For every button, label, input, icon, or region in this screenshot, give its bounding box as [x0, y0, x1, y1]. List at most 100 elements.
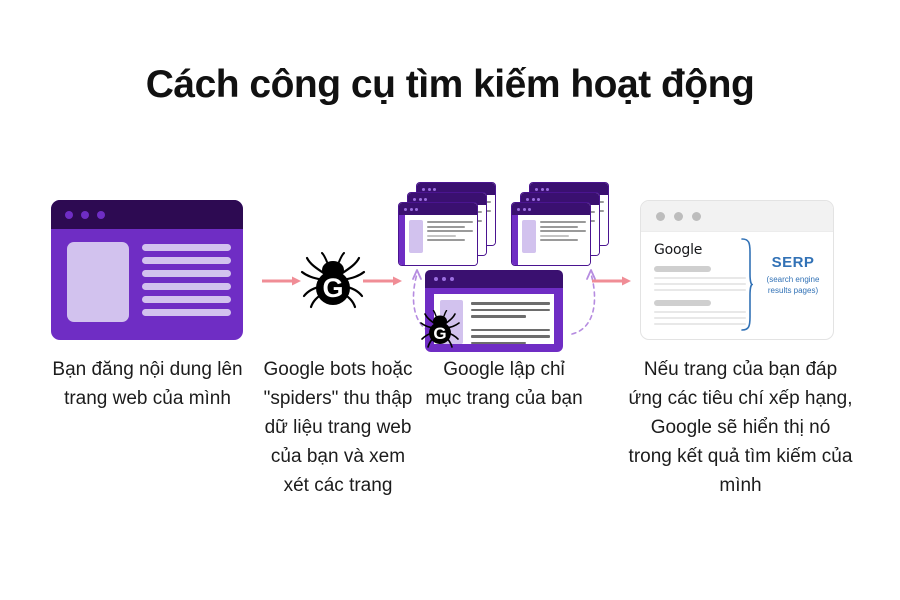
infographic-stage: G: [0, 170, 900, 352]
serp-result-item: [654, 300, 746, 325]
step-3-caption: Google lập chỉ mục trang của bạn: [425, 359, 583, 409]
indexed-pages-stack-right: [511, 182, 609, 266]
result-text-line: [654, 323, 746, 325]
window-dot-icon: [424, 197, 427, 201]
google-spider-bot-icon: G: [300, 252, 366, 309]
text-line: [142, 244, 231, 251]
browser-titlebar: [641, 201, 833, 232]
window-dot-icon: [537, 197, 540, 201]
text-line: [142, 309, 231, 316]
step-1-browser-window-icon: [51, 200, 243, 340]
arrow-right-icon-3: [592, 276, 631, 286]
window-dot-icon: [415, 207, 418, 211]
text-line-group: [427, 220, 473, 265]
text-line: [471, 341, 527, 344]
text-line-group: [471, 300, 550, 344]
text-line: [540, 234, 569, 237]
window-dot-icon: [81, 210, 89, 219]
serp-label-group: SERP (search engine results pages): [757, 254, 829, 297]
google-spider-bot-icon-small: G: [420, 310, 460, 348]
step-4-caption: Nếu trang của bạn đáp ứng các tiêu chí x…: [628, 359, 853, 496]
serp-acronym-label: SERP: [771, 254, 815, 271]
window-dot-icon: [656, 211, 665, 221]
svg-text:G: G: [433, 324, 446, 343]
mini-browser-window: [511, 202, 591, 266]
window-dot-icon: [433, 187, 436, 191]
serp-expansion-line-2: results pages): [767, 285, 819, 295]
window-dot-icon: [427, 187, 431, 191]
curly-bracket-icon: [741, 238, 753, 331]
mini-content: [405, 215, 477, 265]
text-line: [540, 230, 586, 232]
image-placeholder-icon: [522, 220, 536, 253]
text-line: [142, 257, 231, 264]
text-line: [471, 302, 550, 305]
mini-titlebar: [399, 203, 477, 215]
serp-expansion-line-1: (search engine: [766, 275, 820, 284]
text-line: [142, 296, 231, 303]
text-line: [142, 270, 231, 277]
text-line: [427, 239, 465, 241]
window-dot-icon: [526, 197, 529, 201]
window-dot-icon: [65, 210, 73, 219]
result-title-placeholder: [654, 300, 712, 306]
window-dot-icon: [528, 207, 531, 211]
mini-content: [518, 215, 590, 265]
text-line: [471, 328, 550, 331]
browser-titlebar: [51, 200, 243, 229]
window-dot-icon: [422, 187, 425, 191]
window-dot-icon: [413, 197, 416, 201]
text-line: [427, 234, 456, 237]
window-dot-icon: [674, 211, 683, 221]
result-text-line: [654, 289, 746, 291]
serp-results-column: Google: [654, 242, 746, 339]
result-text-line: [654, 283, 746, 285]
text-line: [427, 221, 473, 223]
text-line: [540, 239, 578, 241]
window-dot-icon: [522, 207, 526, 211]
image-placeholder-icon: [409, 220, 423, 253]
result-text-line: [654, 317, 746, 319]
text-line: [142, 283, 231, 290]
window-dot-icon: [535, 187, 538, 191]
text-line-group: [142, 242, 231, 322]
text-line: [540, 225, 578, 228]
browser-titlebar: [425, 270, 563, 288]
text-line: [471, 315, 527, 318]
mini-browser-window: [398, 202, 478, 266]
text-line: [471, 335, 550, 338]
step-1-caption: Bạn đăng nội dung lên trang web của mình: [52, 359, 243, 409]
text-line-gap: [471, 322, 550, 325]
google-logo-text: Google: [654, 242, 703, 258]
arrow-right-icon-2: [363, 276, 402, 286]
step-2-caption: Google bots hoặc "spiders" thu thập dữ l…: [263, 359, 413, 496]
result-text-line: [654, 277, 746, 279]
caption-row: Bạn đăng nội dung lên trang web của mình…: [0, 356, 900, 546]
crawled-page-window-icon: [425, 270, 563, 352]
window-dot-icon: [418, 197, 422, 201]
serp-expansion-label: (search engine results pages): [757, 275, 829, 297]
window-dot-icon: [692, 211, 701, 221]
text-line: [471, 308, 550, 311]
window-dot-icon: [97, 210, 105, 219]
page-title: Cách công cụ tìm kiếm hoạt động: [145, 63, 755, 106]
window-dot-icon: [404, 207, 407, 211]
image-placeholder-icon: [67, 242, 129, 322]
window-dot-icon: [531, 197, 535, 201]
serp-result-item: [654, 266, 746, 291]
window-dot-icon: [450, 277, 454, 281]
mini-sidebar: [399, 215, 405, 265]
svg-text:G: G: [322, 273, 343, 303]
text-line: [427, 225, 465, 228]
arrow-right-icon-1: [262, 276, 301, 286]
text-line: [540, 221, 586, 223]
mini-titlebar: [512, 203, 590, 215]
text-line: [427, 230, 473, 232]
window-dot-icon: [434, 277, 438, 281]
window-dot-icon: [540, 187, 544, 191]
dashed-arrowhead-left: [412, 269, 422, 280]
window-dot-icon: [442, 277, 446, 281]
result-text-line: [654, 311, 746, 313]
serp-content: Google SERP: [641, 232, 833, 339]
step-4-serp-card-icon: Google SERP: [640, 200, 834, 340]
